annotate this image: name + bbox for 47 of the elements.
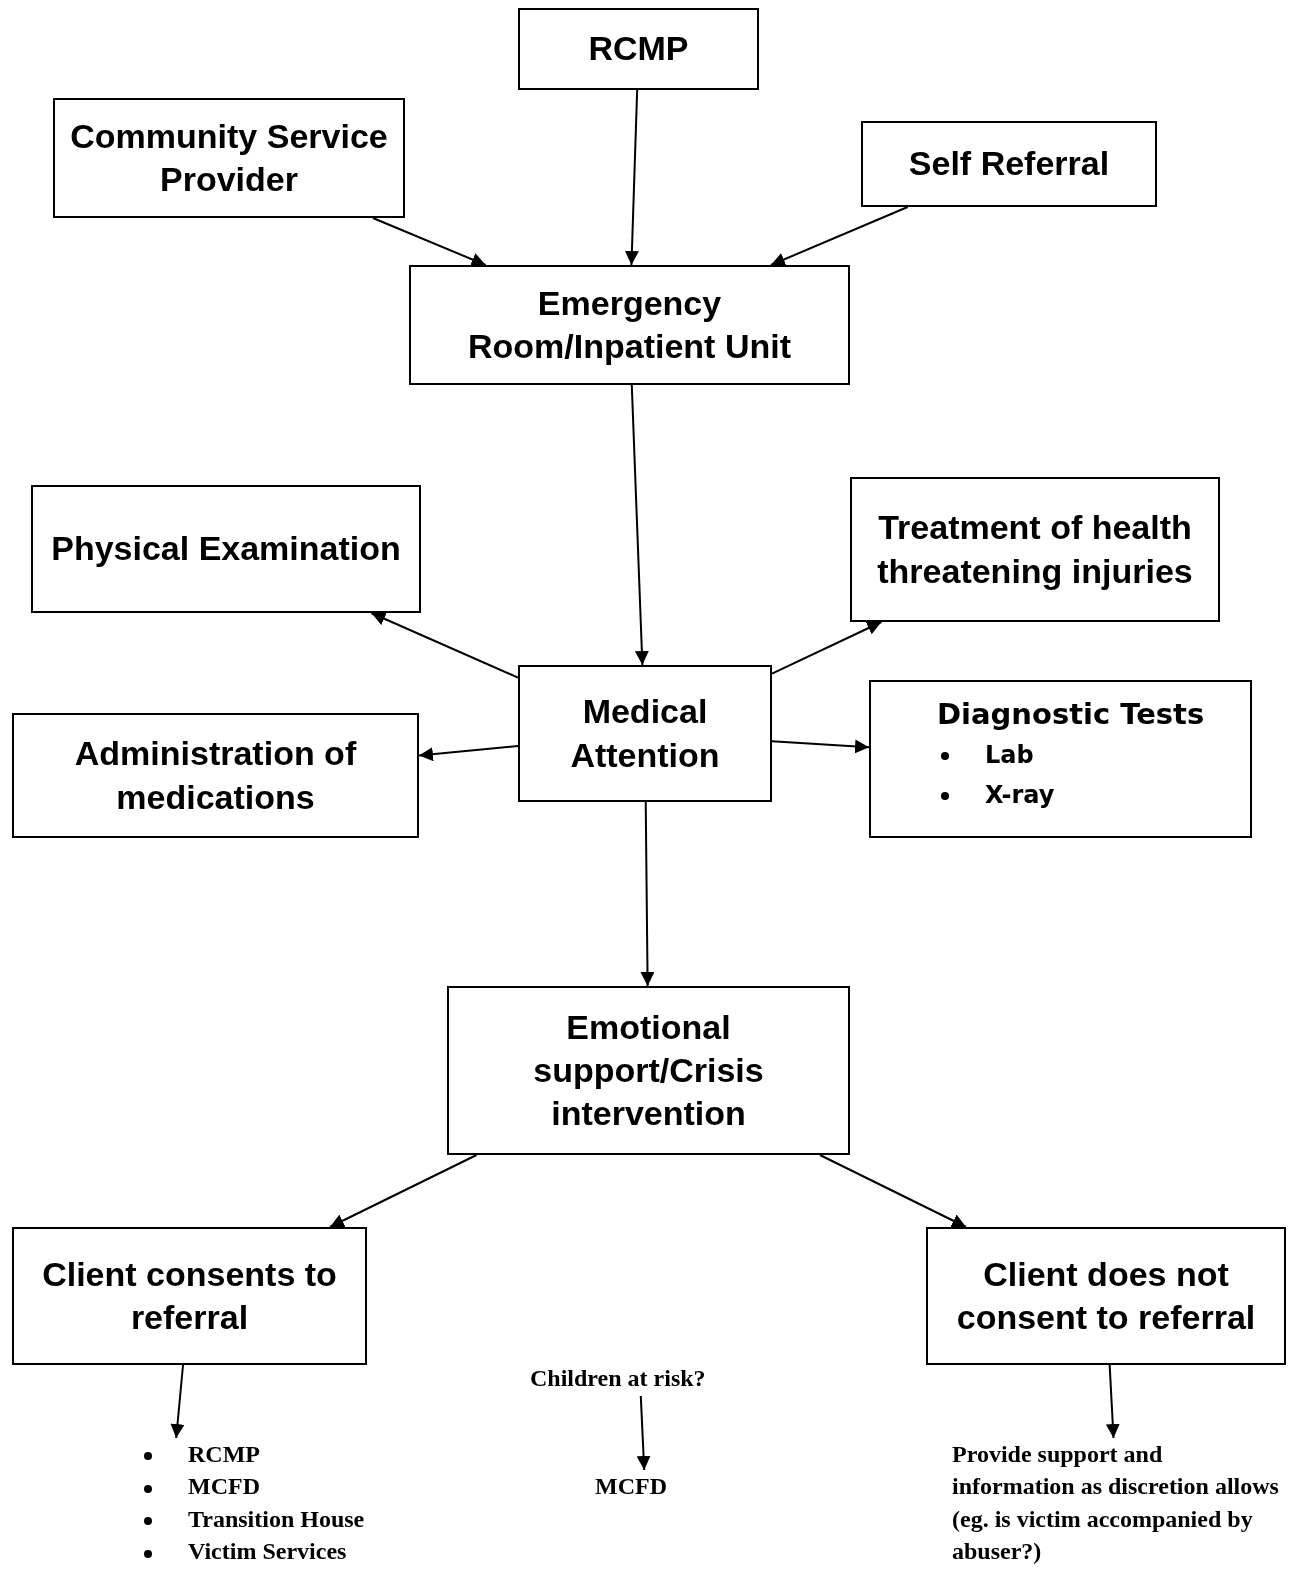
list-item: RCMP	[140, 1438, 440, 1471]
list-item: Victim Services	[140, 1535, 440, 1568]
arrow	[418, 744, 519, 762]
process-box	[12, 713, 419, 838]
process-box	[518, 8, 759, 90]
box-label: Medical Attention	[569, 691, 721, 776]
process-box	[926, 1227, 1286, 1365]
arrow	[624, 89, 639, 266]
arrow	[1105, 1364, 1120, 1439]
flow-text: MCFD	[595, 1472, 668, 1501]
box-label: Emergency Room/Inpatient Unit	[467, 282, 792, 367]
box-label: Client does not consent to referral	[955, 1253, 1257, 1338]
box-label: Treatment of health threatening injuries	[876, 507, 1194, 592]
box-label: Administration of medications	[73, 733, 358, 818]
arrow	[630, 384, 649, 666]
list-item: Lab	[937, 734, 1034, 776]
process-box	[447, 986, 850, 1155]
box-label: Community Service Provider	[69, 115, 389, 200]
arrow	[771, 739, 870, 754]
box-label: Physical Examination	[51, 528, 401, 570]
arrow	[771, 621, 883, 675]
process-box	[850, 477, 1220, 622]
box-label: Self Referral	[908, 143, 1110, 185]
arrow	[170, 1364, 185, 1439]
arrow	[370, 612, 519, 679]
box-label: Emotional support/Crisis intervention	[532, 1006, 765, 1135]
arrow	[769, 206, 909, 266]
arrow	[818, 1154, 967, 1228]
arrow	[640, 801, 655, 987]
process-box	[869, 680, 1252, 838]
box-heading: Diagnostic Tests	[937, 696, 1205, 733]
process-box	[12, 1227, 367, 1365]
process-box	[518, 665, 772, 802]
list-item: MCFD	[140, 1470, 440, 1503]
list-item: X-ray	[937, 775, 1055, 817]
arrow	[328, 1154, 478, 1228]
process-box	[31, 485, 421, 613]
process-box	[861, 121, 1157, 207]
box-label: RCMP	[588, 28, 689, 70]
process-box	[409, 265, 850, 385]
flow-text: Children at risk?	[530, 1364, 707, 1393]
list-item: Transition House	[140, 1502, 440, 1536]
box-label: Client consents to referral	[41, 1253, 338, 1338]
arrow	[636, 1395, 651, 1471]
flow-text: Provide support and information as discretion allows (eg. is victim accompanied by abuser?)	[952, 1440, 1280, 1567]
arrow	[371, 217, 487, 267]
process-box	[53, 98, 405, 218]
